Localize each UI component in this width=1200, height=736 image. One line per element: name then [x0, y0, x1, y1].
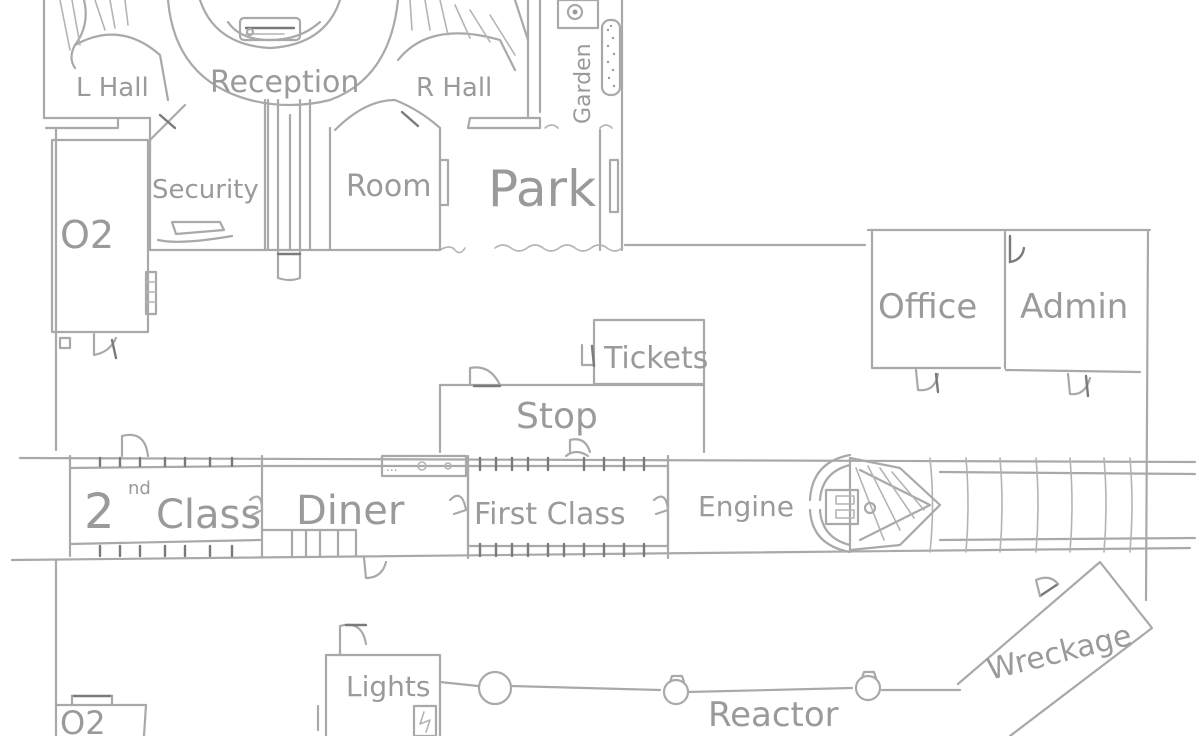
office-label: Office	[878, 287, 977, 327]
room-label: Room	[346, 169, 431, 204]
outer-walls	[50, 126, 867, 452]
second-class-label: Class	[156, 492, 261, 538]
o2-top-label: O2	[60, 213, 114, 257]
second-class-number: 2	[84, 484, 115, 540]
second-class-superscript: nd	[128, 478, 151, 499]
lights-label: Lights	[346, 670, 430, 703]
reception-label: Reception	[210, 65, 359, 100]
admin-label: Admin	[1020, 287, 1128, 327]
bottom-area	[54, 558, 1154, 736]
map-labels: L Hall Reception R Hall Garden Security …	[60, 43, 1135, 736]
tickets-label: Tickets	[603, 341, 708, 376]
o2-bottom-label: O2	[60, 704, 106, 736]
engine-label: Engine	[698, 490, 794, 523]
svg-text:...: ...	[386, 460, 397, 474]
l-hall-label: L Hall	[76, 73, 149, 103]
tickets-stop-block	[438, 318, 706, 454]
stop-label: Stop	[516, 396, 598, 437]
wreckage-label: Wreckage	[983, 618, 1135, 688]
top-building-walls	[42, 0, 624, 254]
train: ...	[10, 433, 1197, 580]
park-label: Park	[488, 160, 596, 218]
r-hall-label: R Hall	[416, 73, 492, 103]
office-admin-block	[866, 228, 1152, 602]
security-label: Security	[152, 175, 259, 205]
garden-label: Garden	[571, 43, 596, 124]
first-class-label: First Class	[474, 497, 626, 532]
reactor-label: Reactor	[708, 695, 839, 735]
diner-label: Diner	[296, 488, 405, 534]
